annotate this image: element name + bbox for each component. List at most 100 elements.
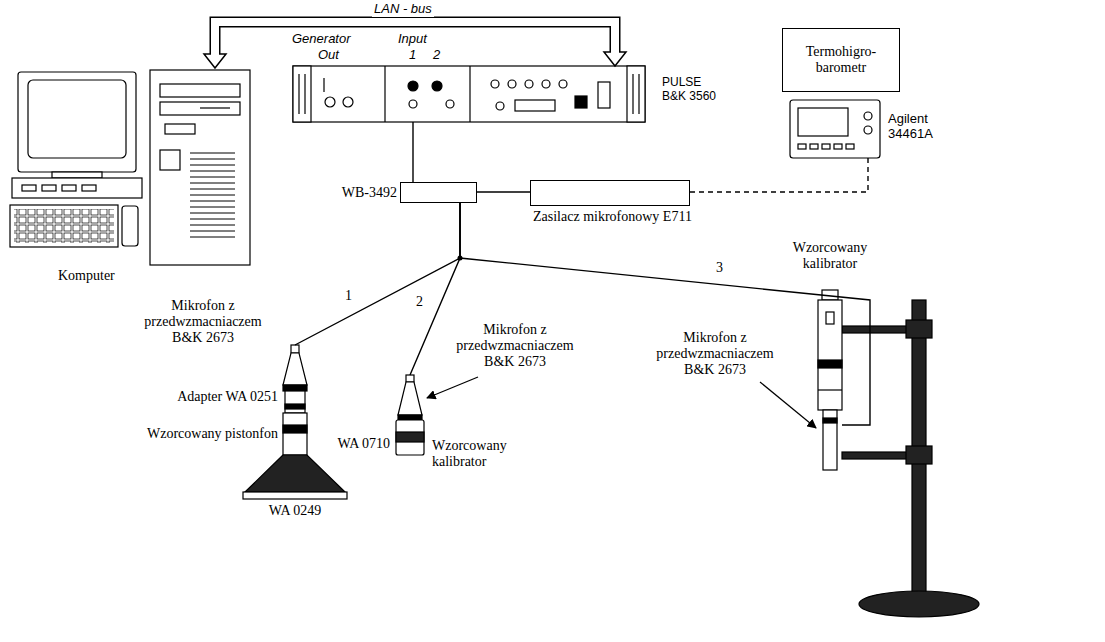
dashed-wire [690,158,868,192]
pulse-analyzer [508,80,516,88]
stand-setup [818,389,842,390]
signal-wire [410,203,460,375]
pistonphone-assembly: Mikrofon z przedwzmacniaczem B&K 2673Ada… [243,345,347,500]
pulse-analyzer [304,74,305,114]
computer-drawing [10,205,118,247]
pulse-analyzer [325,97,335,107]
pulse-analyzer [598,82,610,108]
pulse-analyzer [446,100,454,108]
pistonphone-setup [283,353,307,385]
calibrator-setup [398,382,422,415]
leader-arrow [760,382,816,428]
signal-wire [412,122,413,182]
pulse-analyzer [491,80,499,88]
part-label: WA 0710 [314,436,390,452]
device-label: PULSE B&K 3560 [662,76,726,104]
computer-drawing [200,107,230,108]
supply-box: Zasilacz mikrofonowy E711 [530,180,690,206]
pulse-analyzer [525,80,533,88]
multimeter [790,100,880,158]
stand-assembly: Wzorcowany kalibratorMikrofon z przedwzm… [818,290,842,470]
computer-drawing [18,72,136,172]
multimeter [864,112,872,120]
computer-drawing [10,70,250,265]
channel-number: 1 [409,48,423,63]
signal-wire [460,203,870,425]
computer-drawing [190,150,235,240]
branch-number: 1 [343,288,354,304]
multimeter [790,100,880,158]
leader-arrow [427,377,478,398]
stand-setup [842,326,912,333]
part-label: Wzorcowany pistonfon [98,426,278,442]
signal-wire [690,158,868,192]
computer-unit: Komputer [8,68,253,288]
stand-setup [826,312,834,324]
pistonphone-setup [285,391,305,413]
multimeter [864,126,872,134]
computer-drawing [52,172,102,178]
pistonphone-setup [283,385,307,391]
device-label: WB-3492 [321,185,397,201]
channel-number: 2 [433,48,447,63]
pulse-analyzer [638,74,639,114]
multimeter [798,108,848,136]
pistonphone-setup [283,425,307,433]
panel-label: Input [398,32,448,47]
computer-drawing [28,80,126,158]
device-label: Zasilacz mikrofonowy E711 [533,209,743,225]
multimeter [834,144,842,149]
multimeter [798,144,806,149]
signal-wire [295,203,460,345]
pulse-analyzer [408,81,418,91]
part-label: Mikrofon z przedwzmacniaczem B&K 2673 [440,322,590,370]
stand-setup [906,446,932,464]
stand-setup [823,410,837,470]
box-label: Termohigro- barometr [791,44,891,76]
pulse-analyzer [293,66,645,122]
computer-drawing [12,178,142,198]
bus-label: LAN - bus [372,2,434,17]
computer-drawing [14,209,114,243]
panel-label: Generator [292,32,372,47]
pulse-analyzer [432,81,442,91]
computer-drawing [165,124,195,134]
signal-wire [477,191,530,192]
part-label: Wzorcowany kalibrator [780,240,880,272]
leader-arrow [427,377,816,428]
calibrator-setup [406,375,414,382]
computer-drawing [82,185,96,191]
calibrator-setup [396,375,424,455]
stand-setup [823,418,837,423]
arrow-head [604,52,626,66]
pistonphone-setup [243,492,347,499]
multimeter [810,144,818,149]
part-label: Adapter WA 0251 [118,389,278,405]
pulse-analyzer [293,66,311,122]
pistonphone-setup [285,404,305,409]
pistonphone-setup [283,413,307,455]
pistonphone-setup [243,345,347,499]
multimeter [846,144,854,149]
pulse-analyzer [542,80,550,88]
multimeter [822,144,830,149]
multimeter-unit: Agilent 34461A [790,100,880,158]
computer-drawing [150,70,250,265]
pulse-analyzer [632,74,633,114]
device-label: Komputer [58,268,148,284]
part-label: Mikrofon z przedwzmacniaczem B&K 2673 [128,298,278,346]
pulse-analyzer [343,97,353,107]
calibrator-setup [396,420,424,455]
pulse-analyzer [515,100,555,111]
computer-drawing [62,185,76,191]
pulse-analyzer [323,78,324,92]
computer-drawing [22,185,36,191]
signal-wire [410,203,460,375]
calibrator-setup [396,432,424,442]
signal-wire [295,203,460,345]
stand-setup [818,360,842,368]
calibrator-setup [398,415,422,420]
part-label: WA 0249 [245,503,345,519]
signal-wire [477,192,530,193]
